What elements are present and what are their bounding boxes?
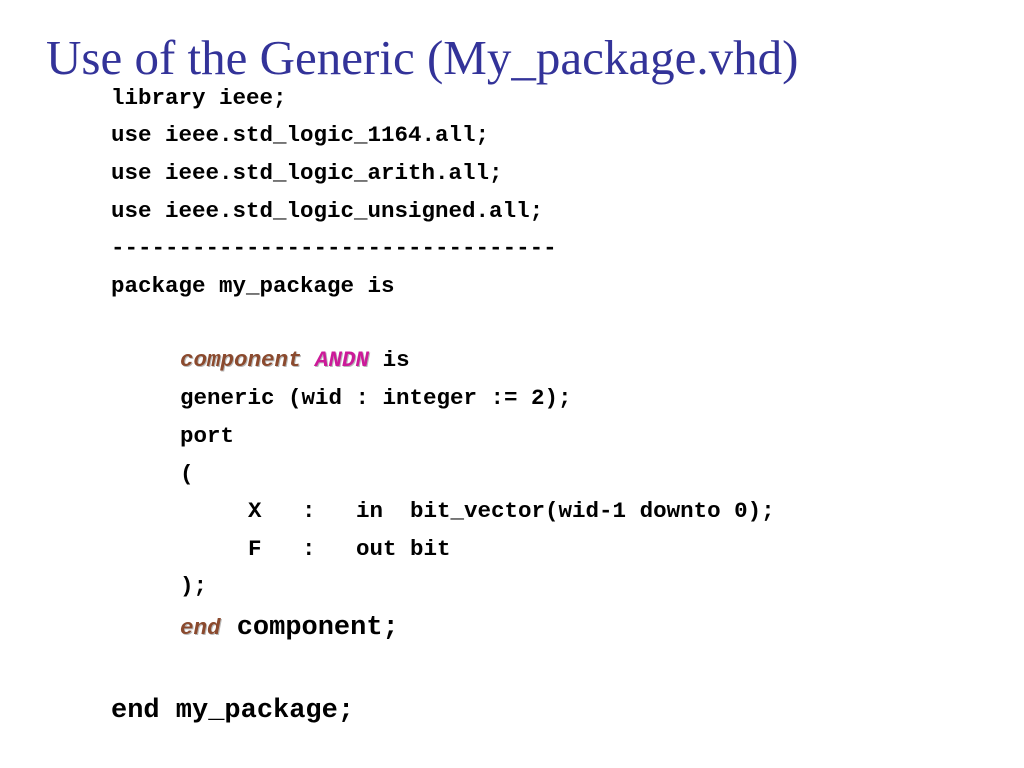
code-line-port-x: X : in bit_vector(wid-1 downto 0); <box>248 498 775 524</box>
code-line-library: library ieee; <box>111 85 287 111</box>
code-line-generic: generic (wid : integer := 2); <box>180 385 572 411</box>
code-line-end-package: end my_package; <box>111 696 355 726</box>
code-line-separator: --------------------------------- <box>111 235 557 261</box>
code-block: library ieee; use ieee.std_logic_1164.al… <box>0 0 1024 726</box>
code-line-use-1164: use ieee.std_logic_1164.all; <box>111 122 490 148</box>
is-keyword: is <box>382 347 410 373</box>
code-line-package-decl: package my_package is <box>111 273 395 299</box>
end-keyword: end <box>180 615 221 641</box>
code-line-open-paren: ( <box>180 461 194 487</box>
code-line-port-f: F : out bit <box>248 536 451 562</box>
code-line-end-component: end component; <box>180 611 399 645</box>
code-line-port: port <box>180 423 235 449</box>
end-component-text: component; <box>236 613 399 643</box>
component-name: ANDN <box>315 347 370 373</box>
code-line-close-paren: ); <box>180 573 208 599</box>
slide-title: Use of the Generic (My_package.vhd) <box>46 30 799 85</box>
code-line-use-arith: use ieee.std_logic_arith.all; <box>111 160 503 186</box>
component-keyword: component <box>180 347 302 373</box>
code-line-component-decl: component ANDN is <box>180 345 410 375</box>
code-line-use-unsigned: use ieee.std_logic_unsigned.all; <box>111 198 544 224</box>
